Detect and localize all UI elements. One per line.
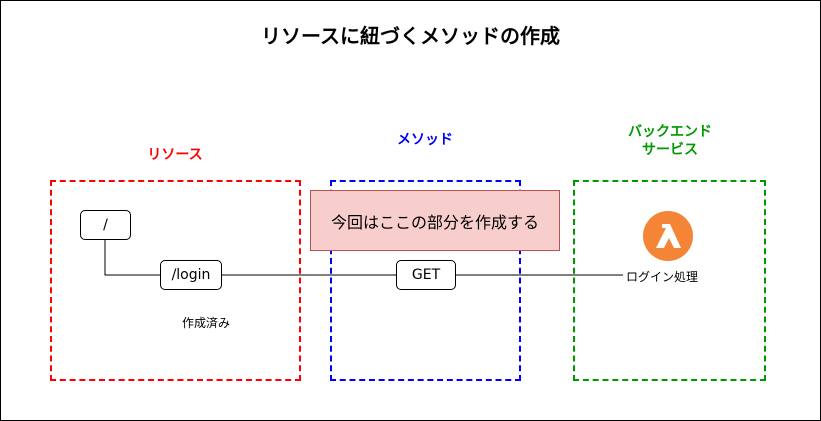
login-resource-node[interactable]: /login xyxy=(160,260,222,290)
method-group-box xyxy=(330,180,521,381)
backend-section-label: バックエンド サービス xyxy=(580,123,760,159)
resource-section-label: リソース xyxy=(147,147,203,163)
lambda-icon[interactable] xyxy=(642,210,694,262)
root-to-login-connector xyxy=(104,240,160,276)
created-label: 作成済み xyxy=(182,316,231,330)
resource-group-box xyxy=(50,180,301,381)
diagram-title: リソースに紐づくメソッドの作成 xyxy=(261,24,560,48)
method-section-label: メソッド xyxy=(397,132,453,148)
backend-label-line2: サービス xyxy=(642,142,698,158)
root-resource-node[interactable]: / xyxy=(80,210,131,240)
backend-group-box xyxy=(573,180,766,381)
get-method-node[interactable]: GET xyxy=(396,260,456,290)
backend-label-line1: バックエンド xyxy=(628,124,712,140)
highlight-note: 今回はここの部分を作成する xyxy=(310,190,560,251)
backend-node-label: ログイン処理 xyxy=(626,268,699,285)
